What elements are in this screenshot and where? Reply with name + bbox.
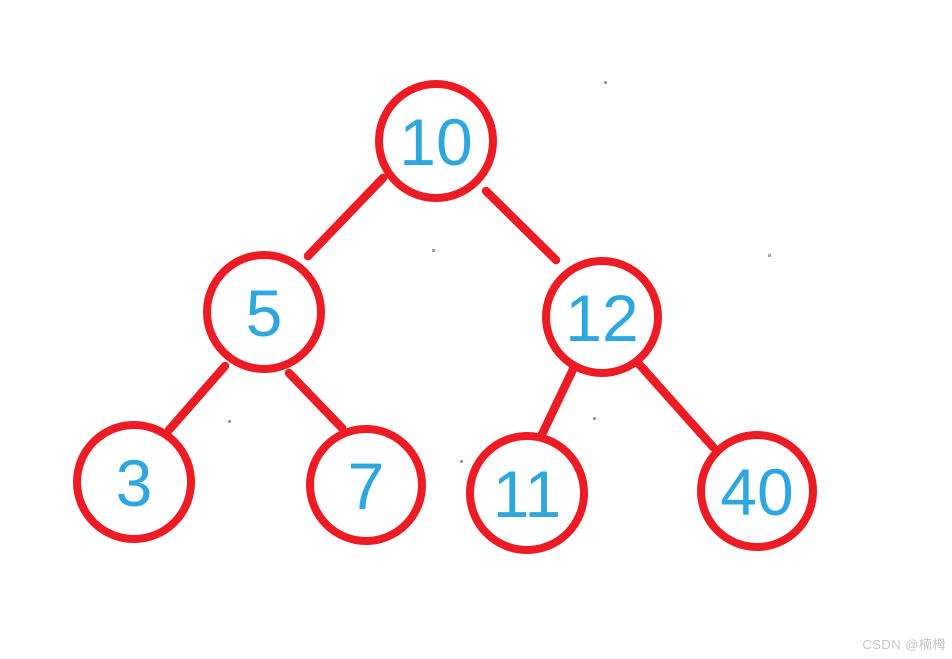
- tree-node-circle-7: [306, 425, 426, 545]
- tree-node-value-10: 10: [399, 105, 472, 179]
- watermark: CSDN @楠栂: [862, 637, 946, 652]
- stray-speck-4: [593, 417, 596, 420]
- tree-node-circle-11: [466, 432, 588, 554]
- tree-edge-n5-n7: [284, 368, 347, 433]
- tree-node-value-3: 3: [116, 446, 153, 520]
- tree-node-circle-3: [73, 421, 195, 543]
- tree-edge-n12-n40: [633, 358, 718, 452]
- tree-node-value-40: 40: [720, 455, 793, 529]
- stray-speck-1: [768, 254, 771, 257]
- tree-node-value-5: 5: [246, 276, 283, 350]
- tree-node-value-12: 12: [565, 281, 638, 355]
- tree-node-value-11: 11: [493, 457, 562, 531]
- stray-speck-3: [228, 420, 231, 423]
- stray-speck-5: [460, 460, 463, 463]
- tree-node-circle-40: [697, 431, 817, 551]
- tree-node-value-7: 7: [348, 449, 385, 523]
- tree-edge-n5-n3: [164, 361, 230, 435]
- stray-speck-0: [604, 81, 607, 84]
- stray-speck-2: [432, 249, 435, 252]
- tree-node-circle-10: [375, 80, 497, 202]
- tree-node-circle-5: [203, 251, 325, 373]
- tree-edge-n10-n12: [481, 186, 561, 265]
- tree-edge-n10-n5: [303, 173, 388, 261]
- tree-node-circle-12: [542, 257, 662, 377]
